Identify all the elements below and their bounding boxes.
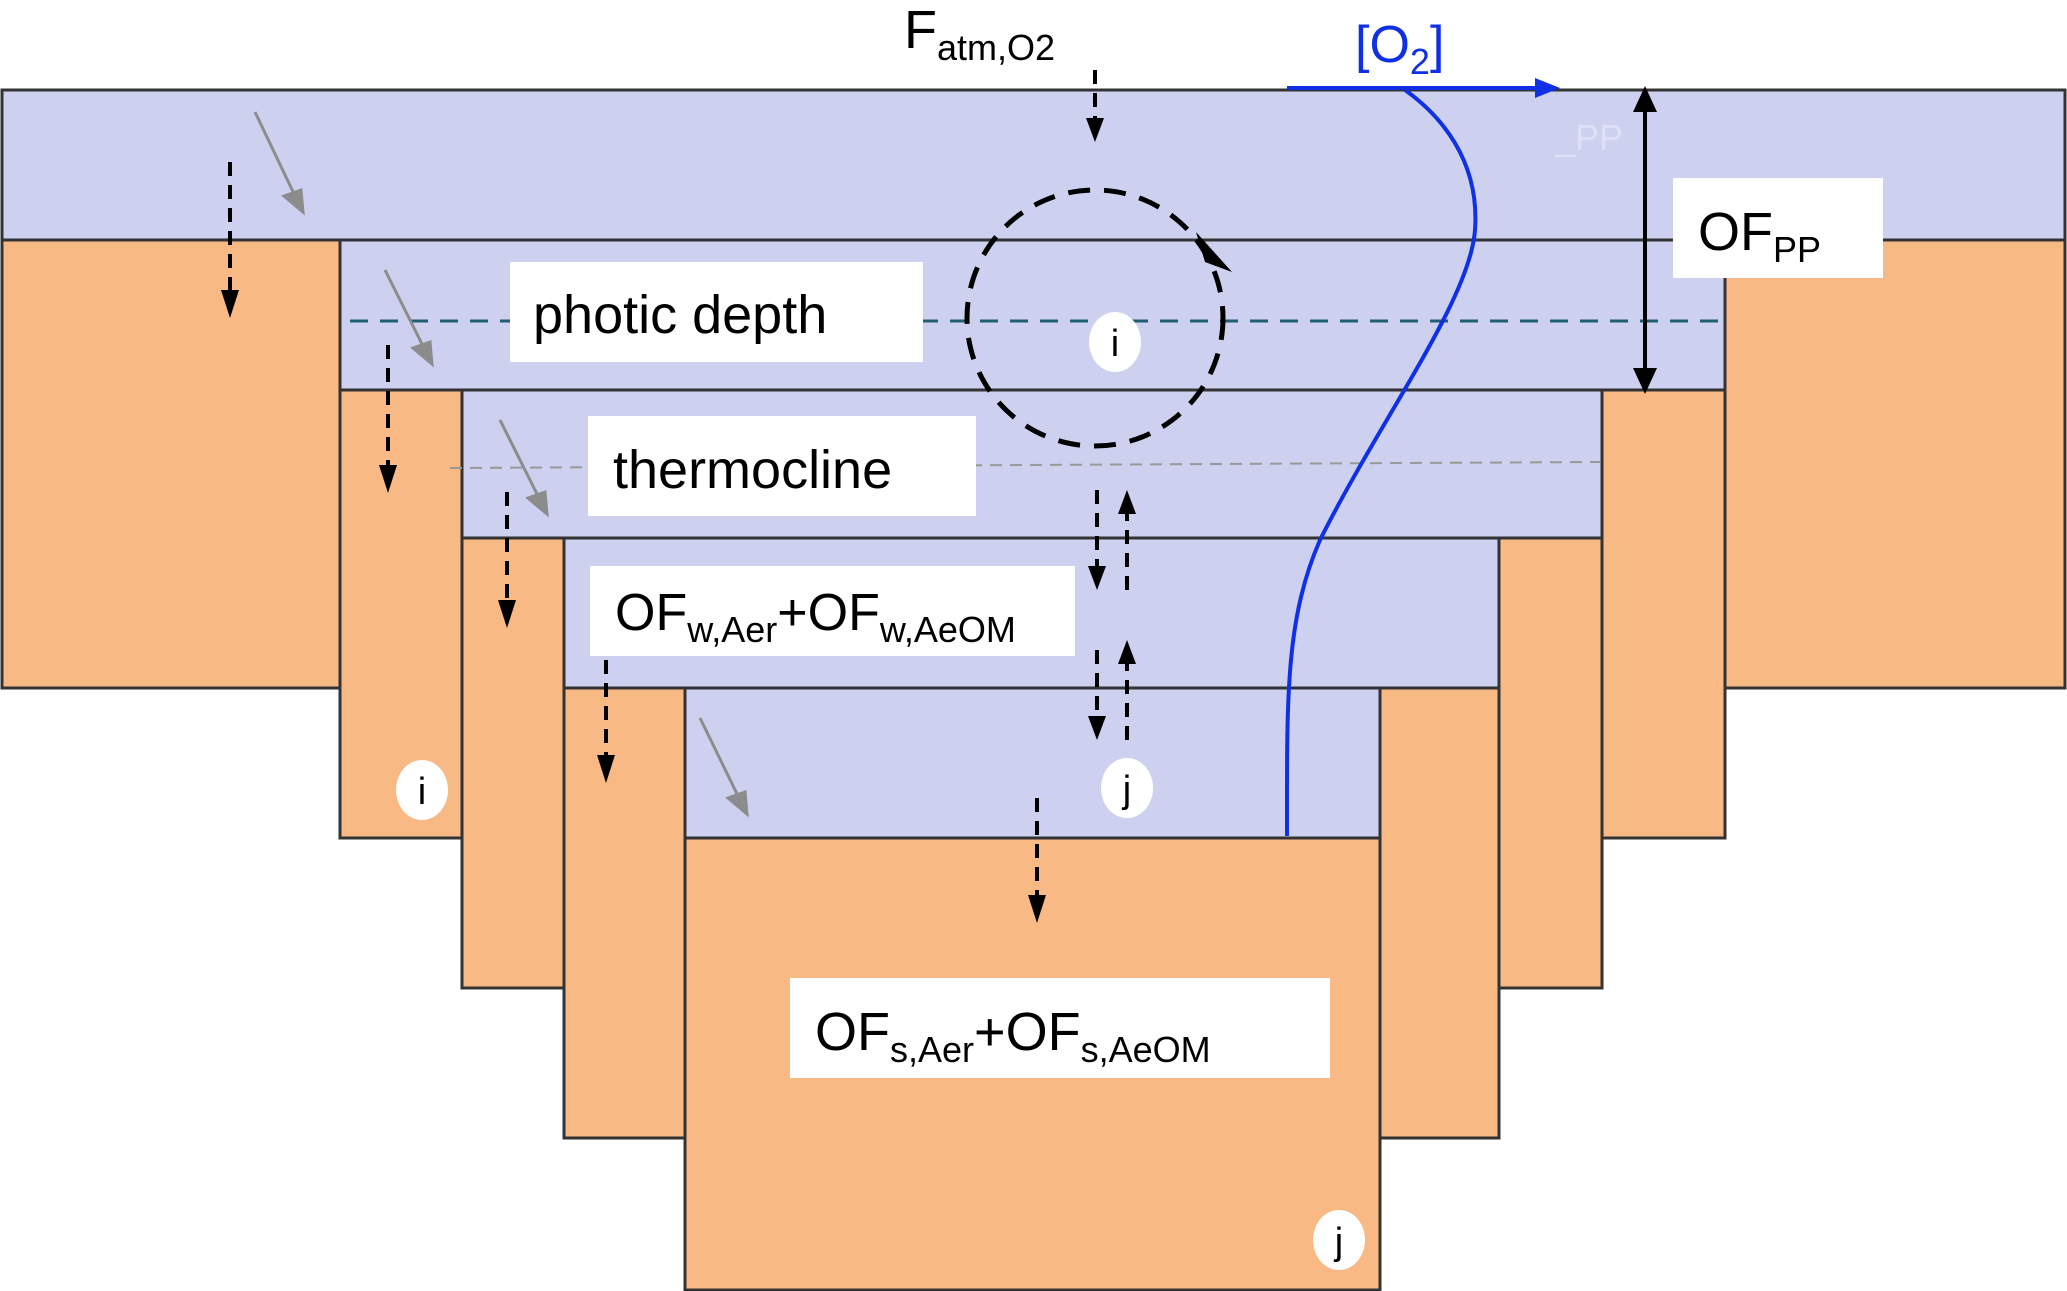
o2-axis-arrow-icon xyxy=(1287,78,1560,98)
box-marker-j-badge xyxy=(1313,1210,1365,1270)
circle-markers xyxy=(396,312,1365,1270)
black-arrowheads xyxy=(221,118,1136,923)
of-pp-label-box xyxy=(1673,178,1883,278)
photic-depth-label: photic depth xyxy=(533,285,827,345)
flux-marker-badge xyxy=(1101,758,1153,818)
sediment-flux-label-box xyxy=(790,978,1330,1078)
flux-marker-letter: j xyxy=(1122,769,1131,811)
water-layer-5 xyxy=(683,686,1382,840)
mixing-marker-badge xyxy=(1089,312,1141,372)
box-marker-i-letter: i xyxy=(418,771,426,813)
black-sinking-arrows xyxy=(228,70,1129,900)
water-flux-label-box xyxy=(590,566,1075,656)
atm-flux-label: Fatm,O2 xyxy=(904,0,1055,68)
gray-sinking-arrows xyxy=(253,111,749,818)
box-marker-i-badge xyxy=(396,760,448,820)
thermocline-label: thermocline xyxy=(613,440,892,500)
gray-arrow-icon xyxy=(253,111,305,216)
o2-profile-label: [O2] xyxy=(1355,16,1444,82)
mixing-circle-arrow-icon xyxy=(1196,232,1232,272)
photic-depth-label-box xyxy=(510,262,923,362)
gray-arrow-icon xyxy=(383,269,434,368)
mixing-marker-letter: i xyxy=(1111,323,1119,365)
water-flux-label: OFw,Aer+OFw,AeOM xyxy=(615,584,1016,650)
thermocline-label-box xyxy=(588,416,976,516)
box-marker-j-letter: j xyxy=(1334,1221,1343,1263)
sediment-flux-label: OFs,Aer+OFs,AeOM xyxy=(815,1002,1211,1070)
of-pp-double-arrow-icon xyxy=(1633,86,1657,394)
mixing-circle xyxy=(964,187,1226,449)
ghost-pp-label: _PP xyxy=(1554,117,1623,158)
gray-arrow-icon xyxy=(498,419,549,518)
of-pp-label: OFPP xyxy=(1698,202,1821,270)
o2-profile-curve xyxy=(1284,88,1478,837)
gray-arrow-icon xyxy=(698,717,749,818)
